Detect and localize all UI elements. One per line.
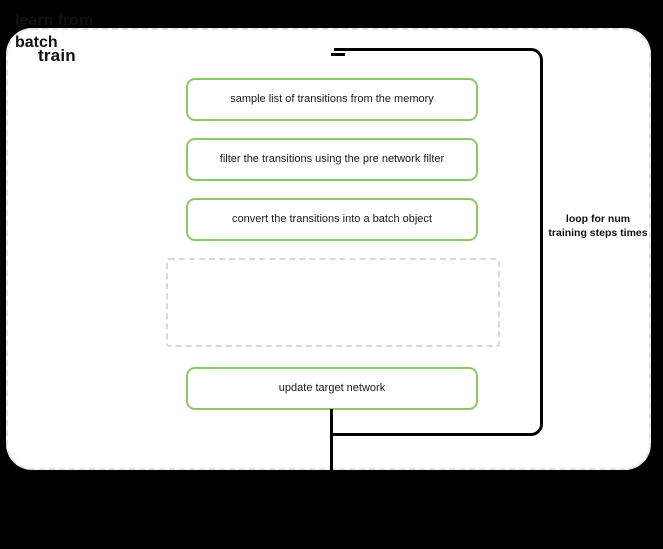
outgoing-flow-line [330, 409, 333, 471]
loop-right-line [540, 60, 543, 424]
subgroup-learn-from-batch[interactable] [166, 258, 500, 347]
loop-annotation-label: loop for num training steps times [548, 213, 648, 239]
step-box-sample[interactable]: sample list of transitions from the memo… [186, 78, 478, 121]
step-label: filter the transitions using the pre net… [219, 152, 445, 165]
subgroup-title: learn from batch [15, 12, 94, 51]
loop-top-line [334, 48, 530, 51]
step-box-convert[interactable]: convert the transitions into a batch obj… [186, 198, 478, 241]
loop-bottom-line [344, 433, 532, 436]
step-label: convert the transitions into a batch obj… [232, 212, 432, 225]
step-box-update[interactable]: update target network [186, 367, 478, 410]
step-box-filter[interactable]: filter the transitions using the pre net… [186, 138, 478, 181]
step-label: update target network [278, 381, 386, 394]
page-title: train [38, 46, 76, 65]
loop-top-join [331, 44, 345, 56]
step-label: sample list of transitions from the memo… [230, 92, 434, 105]
loop-bottom-join [331, 424, 345, 436]
loop-top-right-corner [529, 48, 543, 62]
loop-bottom-right-corner [529, 422, 543, 436]
